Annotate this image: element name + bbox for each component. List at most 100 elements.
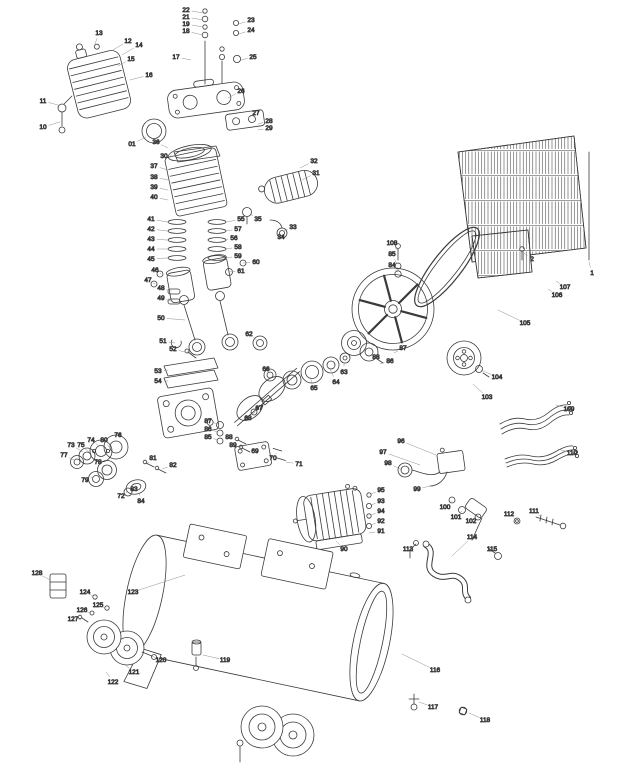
pipe-nipple: [191, 639, 202, 671]
leader-line-118: [468, 712, 480, 718]
part-label-51: 51: [159, 338, 167, 345]
valve-plate: [225, 109, 265, 131]
part-label-109: 109: [564, 406, 575, 413]
leader-line-117: [418, 701, 428, 706]
leader-line-56: [224, 239, 229, 241]
leader-line-71: [285, 461, 294, 464]
part-label-101: 101: [451, 514, 462, 521]
part-label-48: 48: [157, 285, 165, 292]
leader-line-100: [449, 500, 453, 504]
leader-line-19: [191, 24, 204, 28]
grille-bolt: [519, 246, 525, 261]
cylinder-sleeve: [141, 118, 167, 144]
part-label-33: 33: [289, 224, 297, 231]
leader-line-107: [555, 280, 561, 284]
leader-line-96: [406, 442, 437, 456]
leader-line-121: [123, 663, 130, 669]
part-label-95: 95: [377, 487, 385, 494]
part-label-39: 39: [150, 184, 158, 191]
leader-line-97: [388, 453, 421, 466]
part-label-55: 55: [237, 216, 245, 223]
leader-line-86: [213, 430, 219, 433]
leader-line-15: [117, 61, 126, 67]
part-label-10: 10: [39, 124, 47, 131]
part-label-114: 114: [467, 534, 478, 541]
part-label-64: 64: [332, 379, 340, 386]
crankcase-fittings: [216, 421, 251, 453]
part-label-34: 34: [277, 234, 285, 241]
part-label-1: 1: [590, 270, 594, 277]
part-label-26: 26: [237, 88, 245, 95]
part-label-118: 118: [480, 717, 491, 724]
part-label-50: 50: [157, 315, 165, 322]
part-label-86: 86: [386, 358, 394, 365]
leader-line-70: [275, 452, 277, 455]
part-label-87: 87: [399, 345, 407, 352]
connecting-rods: [170, 291, 239, 359]
part-label-71: 71: [295, 461, 303, 468]
leader-line-65: [309, 376, 313, 383]
cooling-grille-block: [457, 135, 590, 279]
leader-line-42: [156, 229, 168, 232]
leader-line-32: [299, 163, 309, 169]
leader-line-67: [262, 400, 265, 404]
part-label-81: 81: [149, 455, 157, 462]
leader-line-23: [238, 21, 246, 25]
leader-line-58: [225, 247, 233, 250]
leader-line-101: [459, 510, 463, 514]
part-label-19: 19: [182, 21, 190, 28]
part-label-15: 15: [127, 56, 135, 63]
bearings-seals: [252, 335, 351, 390]
part-label-67: 67: [255, 405, 263, 412]
leader-line-103: [472, 383, 483, 394]
part-label-27: 27: [252, 110, 260, 117]
leader-line-12: [112, 43, 124, 51]
leader-line-128: [42, 575, 51, 581]
part-label-30: 30: [160, 153, 168, 160]
part-label-85: 85: [388, 251, 396, 258]
leader-line-77: [69, 457, 75, 461]
crankcase: [157, 387, 220, 439]
leader-line-125: [103, 607, 106, 609]
part-label-35: 35: [254, 216, 262, 223]
part-label-22: 22: [182, 7, 190, 14]
crankshaft: [234, 367, 300, 427]
wheel-kit-left: [86, 619, 157, 666]
part-label-77: 77: [60, 452, 68, 459]
part-label-18: 18: [182, 28, 190, 35]
part-label-13: 13: [95, 30, 103, 37]
part-label-105: 105: [520, 320, 531, 327]
leader-line-105: [497, 309, 520, 321]
aftercooler: [67, 43, 131, 119]
part-label-43: 43: [147, 236, 155, 243]
part-label-24: 24: [247, 27, 255, 34]
outlet-hose: [409, 540, 472, 604]
leader-line-88: [234, 439, 237, 441]
leader-line-57: [225, 229, 233, 232]
part-label-68: 68: [244, 415, 252, 422]
leader-line-87: [393, 350, 399, 354]
part-label-92: 92: [377, 518, 385, 525]
part-label-58: 58: [234, 244, 242, 251]
part-label-116: 116: [430, 667, 441, 674]
leader-line-33: [283, 229, 288, 232]
part-label-110: 110: [567, 450, 578, 457]
leader-line-108: [395, 247, 398, 251]
part-label-84: 84: [137, 498, 145, 505]
part-label-42: 42: [147, 226, 155, 233]
part-label-88: 88: [372, 354, 380, 361]
air-tank: [122, 523, 394, 702]
leader-line-84: [395, 269, 398, 273]
leader-line-83: [134, 482, 136, 486]
leader-line-115: [495, 552, 498, 555]
part-label-97: 97: [379, 449, 387, 456]
handle-bracket: [49, 573, 110, 623]
leader-line-73: [75, 447, 84, 453]
part-label-121: 121: [129, 669, 140, 676]
part-label-40: 40: [150, 194, 158, 201]
part-label-112: 112: [504, 511, 515, 518]
leader-line-14: [121, 47, 135, 56]
leader-line-68: [252, 411, 256, 415]
part-label-36: 36: [152, 139, 160, 146]
part-label-98: 98: [384, 460, 392, 467]
